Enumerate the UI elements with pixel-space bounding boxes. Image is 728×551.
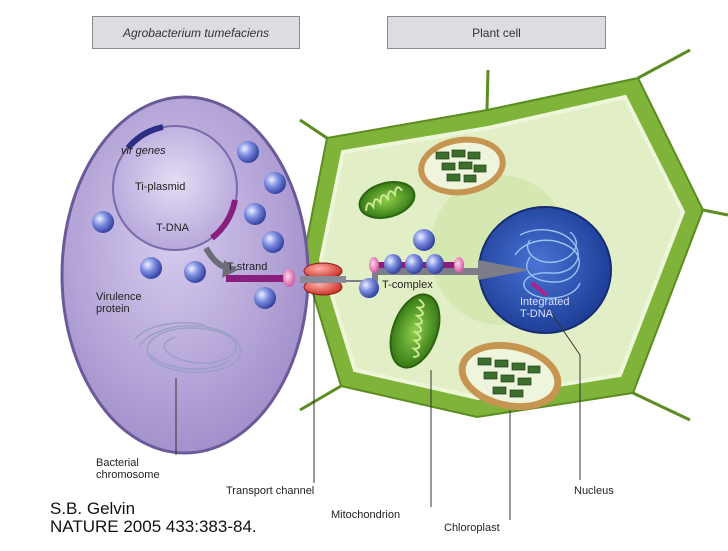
label-t-complex: T-complex xyxy=(382,279,433,291)
label-chloroplast: Chloroplast xyxy=(444,522,500,534)
citation-journal: NATURE 2005 433:383-84. xyxy=(50,518,257,536)
channel-passage xyxy=(300,276,346,283)
t-strand-cap xyxy=(283,269,295,287)
label-integrated-1: Integrated xyxy=(520,296,570,308)
header-plant-cell: Plant cell xyxy=(387,16,606,49)
header-agrobacterium: Agrobacterium tumefaciens xyxy=(92,16,300,49)
label-t-strand: T-strand xyxy=(227,261,267,273)
t-strand-bar xyxy=(226,275,288,282)
label-bacterial-chromosome-2: chromosome xyxy=(96,469,160,481)
citation-author: S.B. Gelvin xyxy=(50,500,135,518)
label-integrated-2: T-DNA xyxy=(520,308,553,320)
label-virulence-protein-2: protein xyxy=(96,303,130,315)
label-t-dna: T-DNA xyxy=(156,222,189,234)
label-virulence-protein-1: Virulence xyxy=(96,291,142,303)
label-bacterial-chromosome-1: Bacterial xyxy=(96,457,139,469)
label-transport-channel: Transport channel xyxy=(226,485,314,497)
label-ti-plasmid: Ti-plasmid xyxy=(135,181,185,193)
label-vir-genes: vir genes xyxy=(121,145,166,157)
label-mitochondrion: Mitochondrion xyxy=(331,509,400,521)
label-nucleus: Nucleus xyxy=(574,485,614,497)
